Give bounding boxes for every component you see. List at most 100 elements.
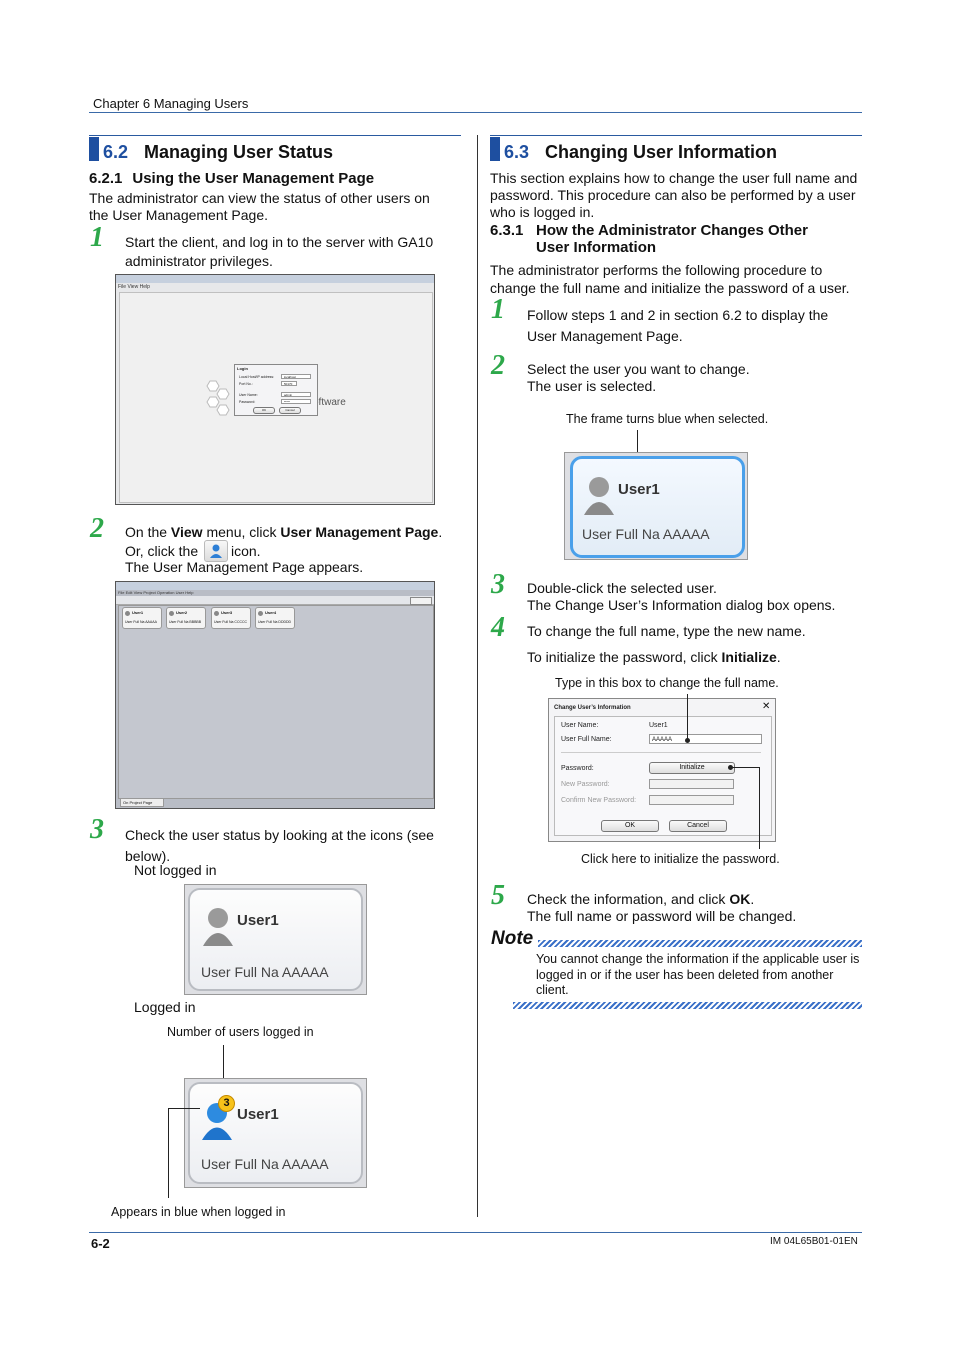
login-screenshot: File View Help oftware Login Local Host/… xyxy=(115,274,435,505)
password-label: Password: xyxy=(561,765,594,772)
password-input[interactable]: ***** xyxy=(281,399,311,404)
card-user-name: User1 xyxy=(237,912,279,929)
step-result: The Change User’s Information dialog box… xyxy=(527,597,836,613)
initialize-button[interactable]: Initialize xyxy=(649,762,735,774)
leader-line xyxy=(687,694,688,740)
selected-card-image: User1 User Full Na AAAAA xyxy=(564,452,748,560)
caption-type-box: Type in this box to change the full name… xyxy=(555,676,779,690)
user-card-image: 3 User1 User Full Na AAAAA xyxy=(184,1078,367,1188)
step-number: 5 xyxy=(491,880,505,911)
splash-text: oftware xyxy=(313,397,346,408)
step-text: Check the user status by looking at the … xyxy=(125,827,434,864)
document-id: IM 04L65B01-01EN xyxy=(770,1236,858,1247)
step-number: 2 xyxy=(90,513,104,544)
host-input[interactable]: localhost xyxy=(281,374,311,379)
menu-bar: File Edit View Project Operation User He… xyxy=(118,590,194,595)
leader-line xyxy=(637,430,638,454)
menu-bar: File View Help xyxy=(118,284,150,290)
procedure-text: The administrator performs the following… xyxy=(490,262,850,296)
user-area xyxy=(118,605,434,799)
card-full-name: User Full Na AAAAA xyxy=(582,526,710,542)
card-full-name: User Full Na AAAAA xyxy=(201,964,329,980)
full-name-input[interactable]: AAAAA xyxy=(649,734,762,744)
leader-dot xyxy=(685,738,690,743)
user-card-selected[interactable]: User1 User Full Na AAAAA xyxy=(570,456,745,558)
toolbar-toggle[interactable] xyxy=(410,597,432,605)
user-card[interactable]: 3 User1 User Full Na AAAAA xyxy=(188,1082,363,1184)
note-hatch-bottom xyxy=(513,1002,862,1009)
step-text-or: Or, click the xyxy=(125,543,199,559)
leader-line xyxy=(759,767,760,849)
user-card[interactable]: User1 User Full Na AAAAA xyxy=(188,888,363,991)
user-name-value: User1 xyxy=(649,722,668,729)
confirm-password-input[interactable] xyxy=(649,795,734,805)
header-rule xyxy=(89,112,862,113)
user-management-icon[interactable] xyxy=(204,540,228,562)
step-text: Select the user you want to change. xyxy=(527,361,750,377)
window-titlebar xyxy=(116,275,434,283)
hexagon-logo xyxy=(206,380,230,416)
step-text: To initialize the password, click Initia… xyxy=(527,649,781,665)
user-card-mini[interactable]: User1 User Full Na AAAAA xyxy=(122,607,162,629)
window-titlebar xyxy=(116,582,434,590)
leader-line xyxy=(223,1045,224,1095)
leader-line xyxy=(731,767,759,768)
username-input[interactable]: admin xyxy=(281,392,311,397)
left-col-rule xyxy=(89,135,461,136)
step-number: 3 xyxy=(491,569,505,600)
ok-button[interactable]: OK xyxy=(601,820,659,832)
leader-line xyxy=(168,1108,169,1198)
step-text: To change the full name, type the new na… xyxy=(527,623,806,639)
chapter-header: Chapter 6 Managing Users xyxy=(93,96,249,111)
page-number: 6-2 xyxy=(91,1236,110,1251)
intro-text: The administrator can view the status of… xyxy=(89,190,430,223)
port-input[interactable]: 50170 xyxy=(281,381,297,386)
leader-line xyxy=(168,1108,200,1109)
caption-blue-when-logged: Appears in blue when logged in xyxy=(111,1205,286,1219)
login-cancel-button[interactable]: Cancel xyxy=(279,407,301,414)
user-card-mini[interactable]: User4 User Full Na DDDDD xyxy=(255,607,295,629)
logged-label: Logged in xyxy=(134,999,196,1015)
new-password-label: New Password: xyxy=(561,781,610,788)
user-card-mini[interactable]: User2 User Full Na BBBBB xyxy=(166,607,206,629)
column-divider xyxy=(477,135,478,1217)
cancel-button[interactable]: Cancel xyxy=(669,820,727,832)
step-text: Start the client, and log in to the serv… xyxy=(125,234,434,269)
note-text: You cannot change the information if the… xyxy=(536,952,860,997)
card-user-name: User1 xyxy=(237,1106,279,1123)
step-number: 3 xyxy=(90,814,104,845)
tab-project-page[interactable]: On Project Page xyxy=(120,798,164,807)
intro-text: This section explains how to change the … xyxy=(490,170,858,220)
section-marker xyxy=(490,137,500,161)
user-card-mini[interactable]: User3 User Full Na CCCCC xyxy=(211,607,251,629)
step-number: 1 xyxy=(90,222,104,253)
footer-rule xyxy=(89,1232,862,1233)
note-title: Note xyxy=(491,928,534,949)
logged-count-badge: 3 xyxy=(218,1095,235,1112)
change-user-dialog: Change User’s Information ✕ User Name: U… xyxy=(548,698,776,842)
user-gray-icon xyxy=(203,908,233,946)
caption-number-of-users: Number of users logged in xyxy=(167,1025,314,1039)
step-number: 1 xyxy=(491,294,505,325)
user-name-label: User Name: xyxy=(561,722,599,729)
card-user-name: User1 xyxy=(618,481,660,498)
close-icon[interactable]: ✕ xyxy=(762,701,771,712)
step-text: Follow steps 1 and 2 in section 6.2 to d… xyxy=(527,307,829,344)
leader-dot xyxy=(728,765,733,770)
step-text: On the View menu, click User Management … xyxy=(125,524,443,540)
step-result: The full name or password will be change… xyxy=(527,908,797,924)
card-full-name: User Full Na AAAAA xyxy=(201,1156,329,1172)
right-col-rule xyxy=(490,135,862,136)
login-ok-button[interactable]: OK xyxy=(253,407,275,414)
step-text: Check the information, and click OK. xyxy=(527,891,755,907)
not-logged-label: Not logged in xyxy=(134,862,217,878)
new-password-input[interactable] xyxy=(649,779,734,789)
caption-frame-blue: The frame turns blue when selected. xyxy=(566,412,769,426)
caption-initialize: Click here to initialize the password. xyxy=(581,852,780,866)
step-number: 2 xyxy=(491,350,505,381)
step-text: Double-click the selected user. xyxy=(527,580,717,596)
